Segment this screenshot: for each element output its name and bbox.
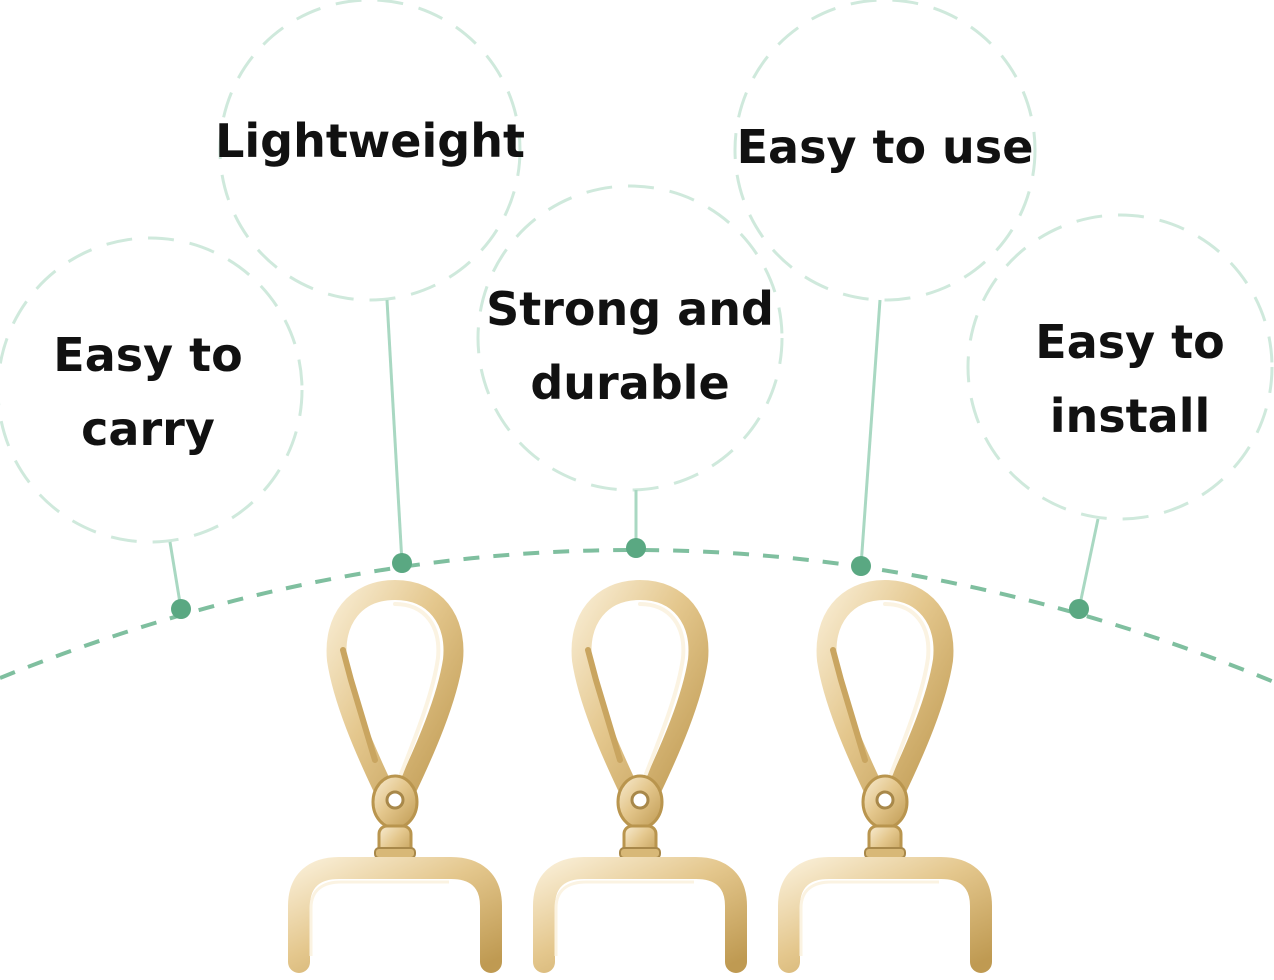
- dot-durable: [626, 538, 646, 558]
- dot-easy-use: [851, 556, 871, 576]
- dot-lightweight: [392, 553, 412, 573]
- connector-easy-use: [859, 299, 882, 567]
- snap-hook-icon-center: [544, 590, 736, 962]
- feature-label-easy-to-use: Easy to use: [736, 120, 1034, 174]
- feature-label-easy-to-install: Easy to install: [1035, 315, 1225, 443]
- connector-install: [1077, 518, 1100, 610]
- feature-label-lightweight: Lightweight: [215, 114, 525, 168]
- dashed-circle-install: [966, 213, 1274, 521]
- snap-hook-icon-right: [789, 590, 981, 962]
- feature-label-easy-to-carry: Easy to carry: [53, 328, 243, 456]
- feature-label-strong-and-durable: Strong and durable: [486, 282, 774, 410]
- connector-carry: [168, 541, 183, 610]
- dashed-circle-durable: [476, 184, 784, 492]
- connector-lightweight: [385, 299, 404, 564]
- dot-carry: [171, 599, 191, 619]
- dot-install: [1069, 599, 1089, 619]
- snap-hook-icon-left: [299, 590, 491, 962]
- dashed-circle-easy-use: [733, 0, 1037, 302]
- dashed-circle-carry: [0, 236, 304, 544]
- dashed-circle-lightweight: [218, 0, 522, 302]
